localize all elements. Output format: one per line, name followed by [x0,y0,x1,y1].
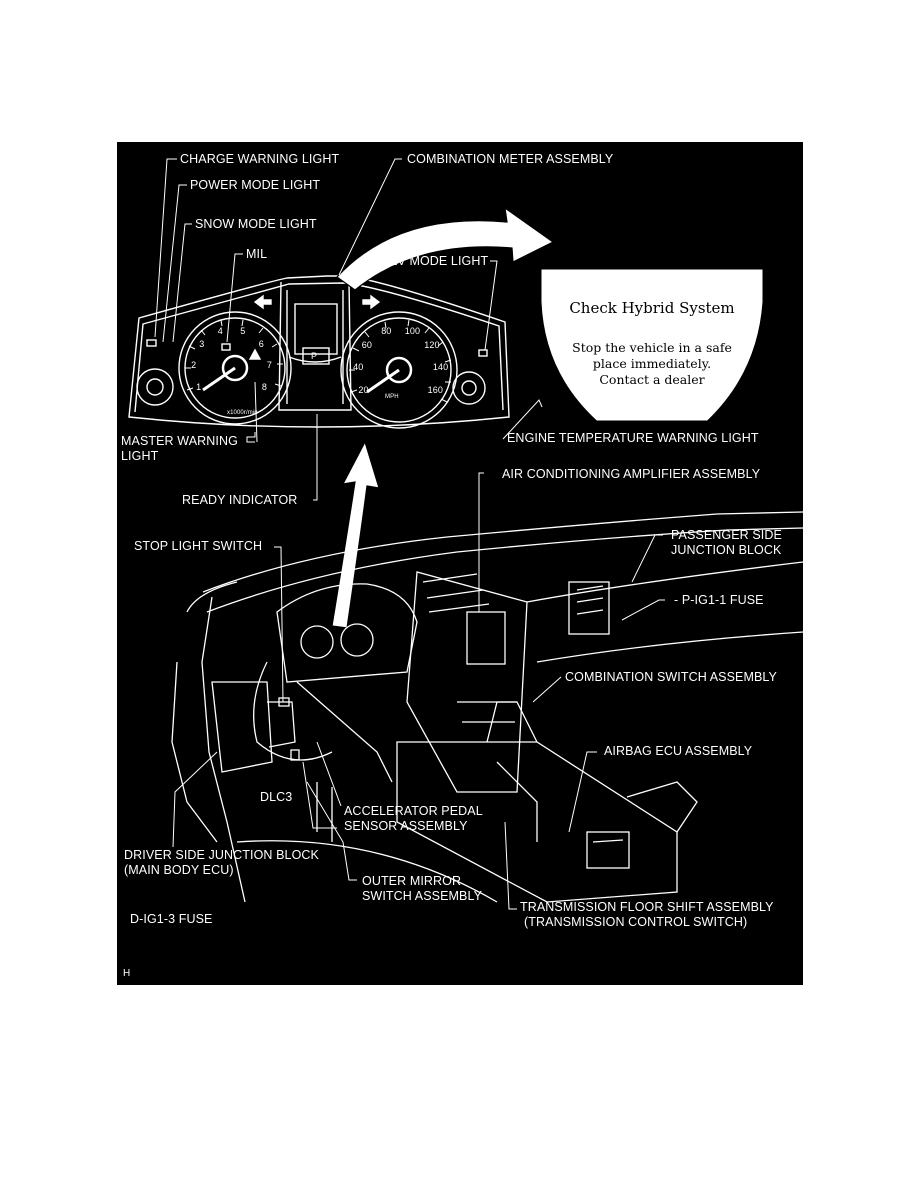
label-charge-warning-light: CHARGE WARNING LIGHT [180,152,340,166]
label-passenger-side-junction-block: PASSENGER SIDE JUNCTION BLOCK [671,528,782,558]
label-dlc3: DLC3 [260,790,293,804]
tachometer-unit: x1000r/min [227,410,258,416]
gauge-number: 5 [240,326,246,337]
message-line3: Contact a dealer [599,372,705,387]
callout-arrows [331,206,555,629]
label-engine-temperature-warning-light: ENGINE TEMPERATURE WARNING LIGHT [507,431,759,445]
label-airbag-ecu-assembly: AIRBAG ECU ASSEMBLY [604,744,753,758]
label-outer-mirror-switch-assembly: OUTER MIRROR SWITCH ASSEMBLY [362,874,482,904]
label-stop-light-switch: STOP LIGHT SWITCH [134,539,263,553]
diagram-figure: CHARGE WARNING LIGHT POWER MODE LIGHT SN… [117,142,803,985]
gear-indicator: P [311,351,318,361]
message-title: Check Hybrid System [569,299,735,317]
gauge-number: 3 [199,338,205,349]
gauge-number: 100 [404,326,421,337]
gauge-number: 2 [191,359,197,370]
label-p-ig1-1-fuse: - P-IG1-1 FUSE [674,593,764,607]
label-accelerator-line2: SENSOR ASSEMBLY [344,819,468,833]
label-combination-meter-assembly: COMBINATION METER ASSEMBLY [407,152,614,166]
leader-lines [154,158,665,910]
gauge-number: 6 [258,338,264,349]
label-combination-switch-assembly: COMBINATION SWITCH ASSEMBLY [565,670,777,684]
message-panel-shape [541,269,763,421]
gauge-number: 8 [261,381,268,392]
label-passenger-line1: PASSENGER SIDE [671,528,782,542]
label-driver-line2: (MAIN BODY ECU) [124,863,234,877]
label-transmission-line2: (TRANSMISSION CONTROL SWITCH) [524,915,748,929]
dashboard-drawing [171,511,803,903]
label-master-warning-line1: MASTER WARNING [121,434,238,448]
label-passenger-line2: JUNCTION BLOCK [671,543,782,557]
label-driver-line1: DRIVER SIDE JUNCTION BLOCK [124,848,319,862]
gauge-number: 1 [196,381,202,392]
label-outer-mirror-line2: SWITCH ASSEMBLY [362,889,483,903]
gauge-number: 40 [353,361,364,372]
message-line2: place immediately. [592,356,712,371]
combination-meter-drawing [128,275,510,429]
label-master-warning-line2: LIGHT [121,449,159,463]
speedometer-unit: MPH [385,394,399,400]
label-power-mode-light: POWER MODE LIGHT [190,178,321,192]
gauge-number: 140 [432,361,449,372]
gauge-number: 160 [427,384,443,395]
gauge-number: 60 [361,339,372,350]
label-master-warning-light: MASTER WARNING LIGHT [121,434,238,464]
label-accelerator-line1: ACCELERATOR PEDAL [344,804,483,818]
label-p-ig1-1-fuse-text: P-IG1-1 FUSE [681,593,764,607]
gauge-number: 120 [424,339,440,350]
label-outer-mirror-line1: OUTER MIRROR [362,874,462,888]
label-ev-mode-light: EV MODE LIGHT [389,254,489,268]
label-air-conditioning-amplifier-assembly: AIR CONDITIONING AMPLIFIER ASSEMBLY [502,467,761,481]
message-line1: Stop the vehicle in a safe [572,340,732,355]
gauge-number: 4 [217,326,223,337]
label-driver-side-junction-block: DRIVER SIDE JUNCTION BLOCK (MAIN BODY EC… [124,848,319,878]
diagram-drawing [128,158,803,910]
label-d-ig1-3-fuse: D-IG1-3 FUSE [130,912,213,926]
gauge-ticks [185,319,452,403]
label-transmission-floor-shift-assembly: TRANSMISSION FLOOR SHIFT ASSEMBLY (TRANS… [520,900,774,930]
label-mil: MIL [246,247,268,261]
gauge-number: 7 [266,359,272,370]
label-transmission-line1: TRANSMISSION FLOOR SHIFT ASSEMBLY [520,900,774,914]
label-ready-indicator: READY INDICATOR [182,493,298,507]
gauge-number: 80 [381,326,392,337]
gauge-number: 20 [358,384,369,395]
label-accelerator-pedal-sensor-assembly: ACCELERATOR PEDAL SENSOR ASSEMBLY [344,804,483,834]
label-snow-mode-light: SNOW MODE LIGHT [195,217,317,231]
figure-id: H [123,968,131,979]
